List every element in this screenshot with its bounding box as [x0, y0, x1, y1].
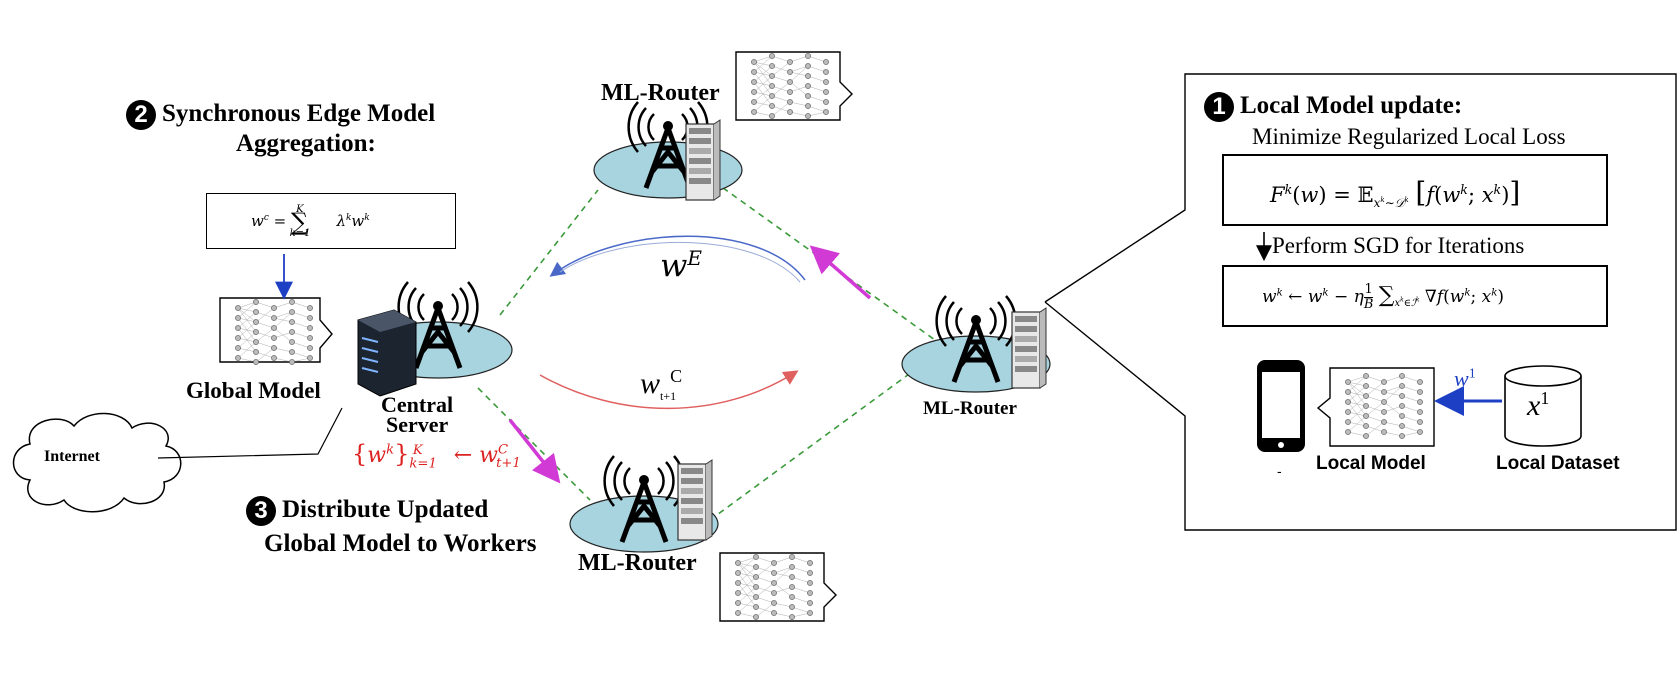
step1-subtitle: Minimize Regularized Local Loss — [1252, 124, 1566, 149]
router-bottom-model-bubble — [720, 553, 836, 621]
x1-label: x1 — [1527, 388, 1550, 422]
loss-formula-box: Fk(w) = 𝔼xk∼𝒟k [f(wk; xk)] — [1222, 154, 1608, 226]
w1-label: w1 — [1454, 366, 1476, 391]
router-bottom-label: ML-Router — [578, 550, 697, 576]
step3-title-line1: Distribute Updated — [282, 496, 489, 523]
step1-title-text: Local Model update: — [1240, 92, 1463, 119]
loss-formula: Fk(w) = 𝔼xk∼𝒟k [f(wk; xk)] — [1270, 176, 1521, 211]
internet-cloud — [12, 412, 182, 513]
internet-label: Internet — [44, 448, 100, 465]
step2-number-badge: 2 — [126, 100, 156, 131]
router-top-label: ML-Router — [601, 80, 720, 106]
central-server-label-1: Central — [381, 392, 454, 417]
step1-number-badge: 1 — [1204, 92, 1234, 123]
aggregation-formula-box: wc = ∑Kk=1λkwk — [206, 193, 456, 249]
edge-aggregation-arrow — [549, 235, 806, 281]
edge-aggregation-label: wE — [660, 246, 702, 285]
global-model-label: Global Model — [186, 378, 321, 403]
router-bottom — [570, 456, 718, 552]
step2-title-line2: Aggregation: — [236, 130, 376, 157]
global-model-bubble — [219, 297, 333, 365]
step2-title-line1: Synchronous Edge Model — [162, 100, 436, 127]
central-distribution-arrow — [539, 370, 799, 410]
upload-arrow — [809, 245, 872, 300]
local-dataset-label: Local Dataset — [1496, 453, 1620, 474]
central-distribution-label: wt+1C — [640, 366, 683, 403]
router-top-model-bubble — [736, 52, 852, 120]
central-server — [357, 282, 512, 397]
local-model-bubble — [1316, 367, 1435, 447]
distribute-formula: {wk}k=1K ← wCt+1 — [352, 440, 521, 472]
sgd-label: Perform SGD for Iterations — [1272, 233, 1525, 258]
aggregation-formula: wc = ∑Kk=1λkwk — [251, 204, 370, 239]
phone-caption: - — [1277, 463, 1282, 479]
router-right-label: ML-Router — [923, 398, 1017, 419]
step3-title-line2: Global Model to Workers — [264, 530, 537, 557]
local-model-label: Local Model — [1316, 453, 1426, 474]
network-links — [477, 174, 936, 521]
phone-icon — [1257, 360, 1305, 452]
dataset-cylinder-icon — [1504, 365, 1582, 447]
central-server-label-2: Server — [386, 412, 449, 437]
step3-number-badge: 3 — [246, 496, 276, 527]
router-right — [902, 296, 1050, 392]
download-arrow — [508, 418, 561, 484]
router-top — [594, 102, 742, 201]
